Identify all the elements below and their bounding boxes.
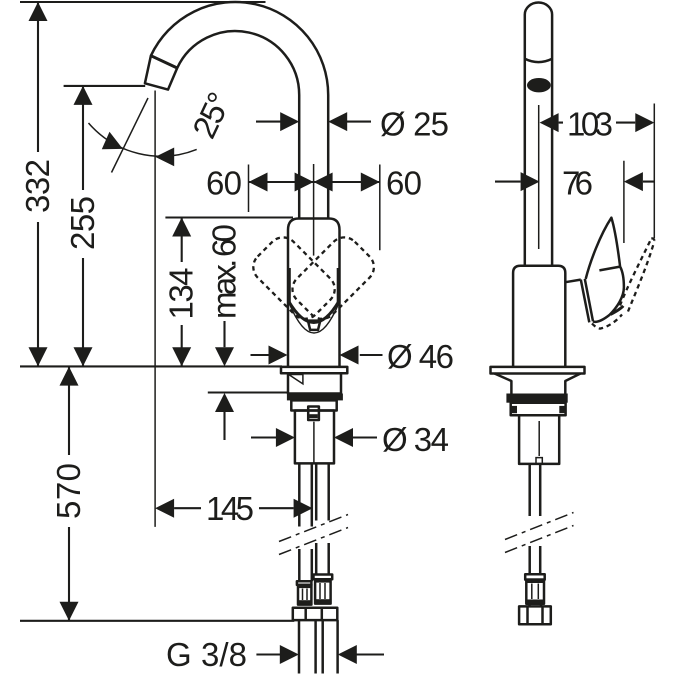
svg-text:Ø 46: Ø 46: [387, 338, 454, 375]
svg-text:255: 255: [64, 196, 101, 250]
svg-text:570: 570: [50, 463, 87, 519]
svg-text:Ø 25: Ø 25: [380, 106, 449, 143]
svg-text:60: 60: [206, 165, 242, 202]
svg-text:max. 60: max. 60: [206, 224, 243, 319]
svg-text:332: 332: [19, 159, 56, 213]
svg-text:76: 76: [562, 165, 593, 202]
svg-text:60: 60: [386, 165, 422, 202]
svg-text:Ø 34: Ø 34: [382, 421, 449, 458]
svg-text:134: 134: [163, 268, 200, 320]
svg-text:G 3/8: G 3/8: [166, 636, 247, 673]
svg-text:103: 103: [567, 106, 613, 143]
svg-text:145: 145: [206, 490, 254, 527]
